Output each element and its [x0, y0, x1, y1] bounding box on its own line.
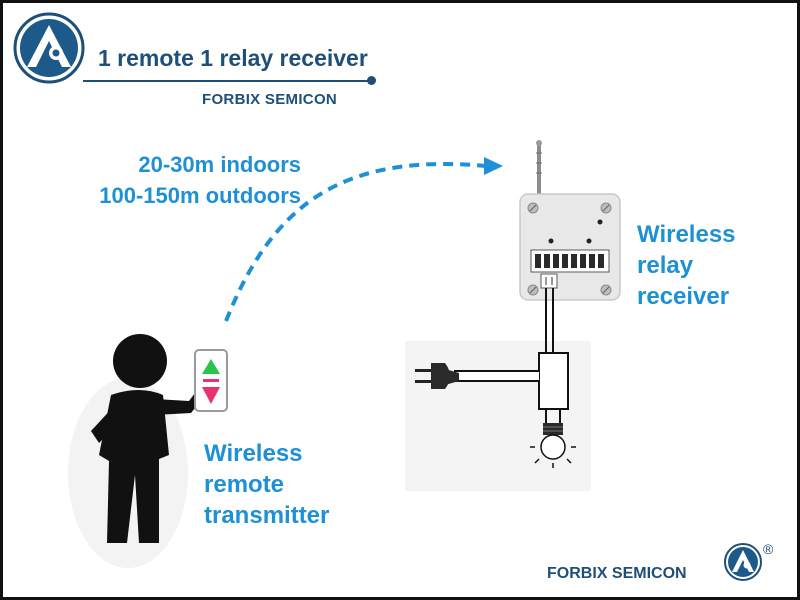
title-underline-dot [367, 76, 376, 85]
outdoor-range-label: 100-150m outdoors [99, 183, 301, 208]
power-plug-icon [415, 363, 459, 389]
receiver-label-line: relay [637, 252, 694, 279]
receiver-label-line: receiver [637, 283, 730, 310]
relay-module-icon [519, 193, 621, 301]
forbix-logo-icon [13, 12, 85, 84]
remote-control-icon [194, 349, 228, 412]
forbix-footer-logo-icon [724, 543, 762, 581]
header-brand: FORBIX SEMICON [202, 91, 338, 108]
wiring [405, 288, 591, 491]
receiver-label-line: Wireless [637, 221, 736, 248]
registered-mark: ® [763, 541, 774, 557]
transmitter-label-line: remote [204, 471, 285, 498]
footer-brand: FORBIX SEMICON [547, 565, 687, 582]
signal-arrow-icon [224, 157, 503, 322]
transmitter-label-line: transmitter [204, 502, 330, 529]
diagram-artwork [13, 12, 762, 581]
transmitter-label-line: Wireless [204, 440, 303, 467]
light-bulb-icon [530, 423, 576, 468]
antenna-icon [536, 140, 542, 195]
page-title: 1 remote 1 relay receiver [98, 45, 368, 71]
indoor-range-label: 20-30m indoors [138, 152, 301, 177]
title-underline [83, 80, 373, 82]
transmitter-label: Wireless remote transmitter [204, 438, 329, 531]
receiver-label: Wireless relay receiver [637, 219, 736, 312]
person-icon [68, 334, 199, 568]
